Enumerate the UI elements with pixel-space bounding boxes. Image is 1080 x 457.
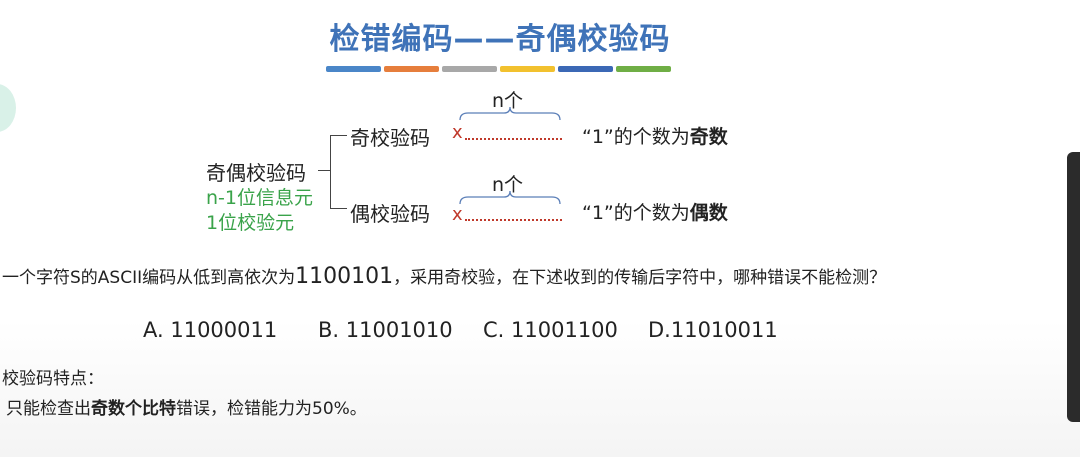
side-panel-tab[interactable] (0, 84, 16, 132)
odd-rule-emphasis: 奇数 (689, 126, 728, 148)
even-n-label: n个 (492, 174, 524, 196)
option-a: A. 11000011 (143, 318, 278, 342)
option-c: C. 11001100 (483, 318, 618, 342)
features-line-emphasis: 奇数个比特 (91, 399, 176, 419)
right-panel-handle[interactable] (1067, 152, 1080, 422)
odd-rule: “1”的个数为奇数 (582, 122, 728, 149)
even-check-label: 偶校验码 (350, 202, 430, 226)
title-underline-bar-5 (558, 66, 613, 72)
even-check-bit-x: x (452, 204, 463, 225)
title-underline-bar-2 (384, 66, 439, 72)
title-underline-bar-3 (442, 66, 497, 72)
page-title: 检错编码——奇偶校验码 (329, 22, 671, 57)
odd-brace (459, 106, 561, 121)
title-underline-bar-6 (616, 66, 671, 72)
odd-rule-prefix: “1”的个数为 (582, 126, 690, 148)
even-rule-emphasis: 偶数 (689, 202, 728, 224)
option-d: D.11010011 (648, 318, 778, 342)
features-line-suffix: 错误，检错能力为50%。 (176, 399, 367, 419)
question-text: 一个字符S的ASCII编码从低到高依次为1100101，采用奇校验，在下述收到的… (2, 263, 886, 289)
question-prefix: 一个字符S的ASCII编码从低到高依次为 (2, 268, 296, 288)
diagram-check-bit: 1位校验元 (206, 212, 295, 234)
even-rule: “1”的个数为偶数 (582, 198, 728, 225)
option-b: B. 11001010 (318, 318, 453, 342)
odd-n-label: n个 (492, 90, 524, 112)
features-heading: 校验码特点： (2, 369, 104, 389)
title-underline-bar-4 (500, 66, 555, 72)
question-code: 1100101 (295, 264, 394, 289)
even-info-bits-dots (465, 219, 562, 221)
diagram-bracket (330, 135, 347, 209)
even-brace (459, 190, 561, 205)
diagram-root-label: 奇偶校验码 (206, 161, 306, 185)
features-line-prefix: 只能检查出 (6, 399, 91, 419)
odd-check-label: 奇校验码 (350, 126, 430, 150)
title-underline-bar-1 (326, 66, 381, 72)
diagram-info-bits: n-1位信息元 (206, 187, 313, 209)
even-rule-prefix: “1”的个数为 (582, 202, 690, 224)
odd-info-bits-dots (465, 138, 562, 140)
question-suffix: ，采用奇校验，在下述收到的传输后字符中，哪种错误不能检测？ (393, 268, 887, 288)
diagram-connector (318, 170, 330, 171)
features-line: 只能检查出奇数个比特错误，检错能力为50%。 (6, 394, 367, 419)
odd-check-bit-x: x (452, 122, 463, 143)
